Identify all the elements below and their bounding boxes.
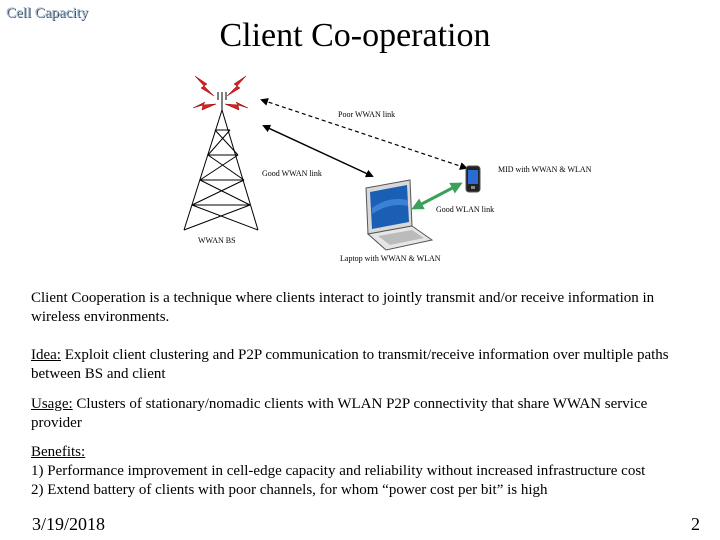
laptop-label: Laptop with WWAN & WLAN [340, 254, 441, 263]
client-cooperation-diagram: Poor WWAN link MID with WWAN & WLAN Good… [183, 75, 592, 263]
good-wlan-link-label: Good WLAN link [436, 205, 494, 214]
footer-date: 3/19/2018 [32, 514, 106, 534]
mid-device-icon [465, 165, 481, 193]
benefit-item-1: 1) Performance improvement in cell-edge … [31, 463, 646, 479]
laptop-icon [365, 179, 434, 251]
benefits-heading: Benefits: [31, 444, 86, 460]
usage-paragraph: Usage: Clusters of stationary/nomadic cl… [31, 395, 701, 433]
good-wwan-link-label: Good WWAN link [262, 169, 322, 178]
mid-device-label: MID with WWAN & WLAN [498, 165, 592, 174]
benefit-item-2: 2) Extend battery of clients with poor c… [31, 482, 548, 498]
page-number: 2 [691, 514, 700, 534]
corner-section-label: Cell Capacity [6, 5, 89, 21]
idea-text: Exploit client clustering and P2P commun… [31, 347, 669, 382]
poor-wwan-link-label: Poor WWAN link [338, 110, 395, 119]
usage-heading: Usage: [31, 396, 73, 412]
wwan-bs-tower-icon [183, 92, 259, 231]
idea-paragraph: Idea: Exploit client clustering and P2P … [31, 346, 701, 384]
intro-paragraph: Client Cooperation is a technique where … [31, 290, 655, 325]
idea-heading: Idea: [31, 347, 61, 363]
slide-title: Client Co-operation [219, 17, 491, 54]
benefits-section: Benefits: 1) Performance improvement in … [31, 443, 701, 500]
signal-flash-icon [192, 75, 249, 111]
usage-text: Clusters of stationary/nomadic clients w… [31, 396, 648, 431]
good-wlan-link-line [411, 182, 463, 210]
wwan-bs-label: WWAN BS [198, 236, 236, 245]
good-wwan-link-line [262, 124, 374, 178]
